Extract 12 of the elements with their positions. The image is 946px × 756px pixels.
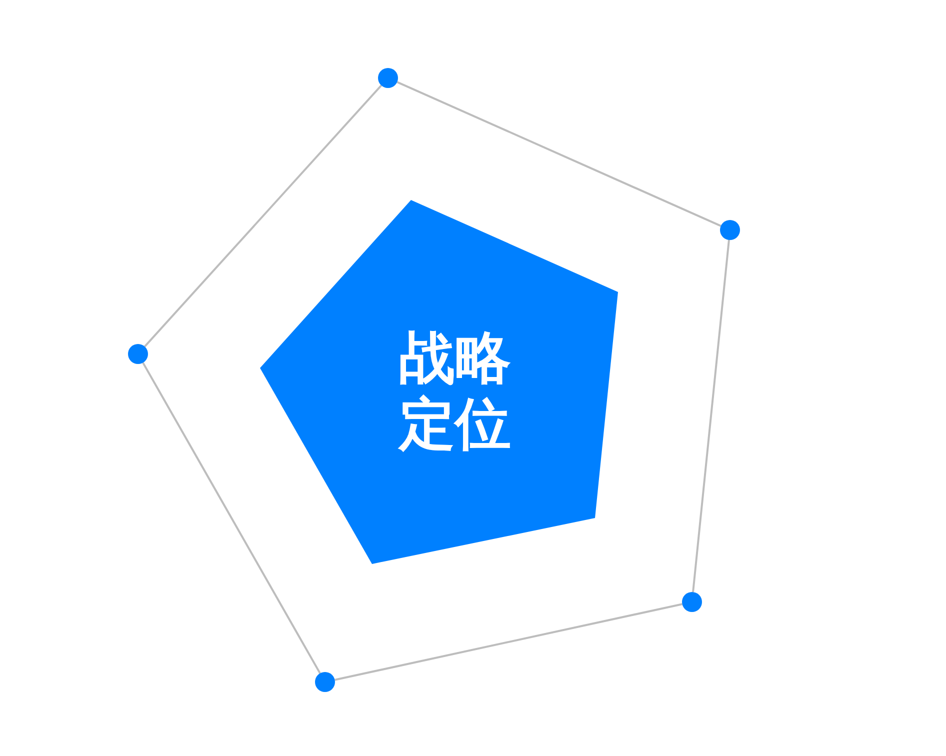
vertex-dot [720,220,740,240]
connector-line [334,603,682,681]
vertex-dot [128,344,148,364]
connector-line [144,84,382,348]
connector-line [396,81,722,227]
vertex-dot [682,592,702,612]
pentagon-shape [260,200,618,564]
vertex-dot [378,68,398,88]
connector-line [692,240,730,592]
vertex-dot [315,672,335,692]
pentagon-label: 战略定位 [397,326,512,458]
connector-line [142,362,321,674]
